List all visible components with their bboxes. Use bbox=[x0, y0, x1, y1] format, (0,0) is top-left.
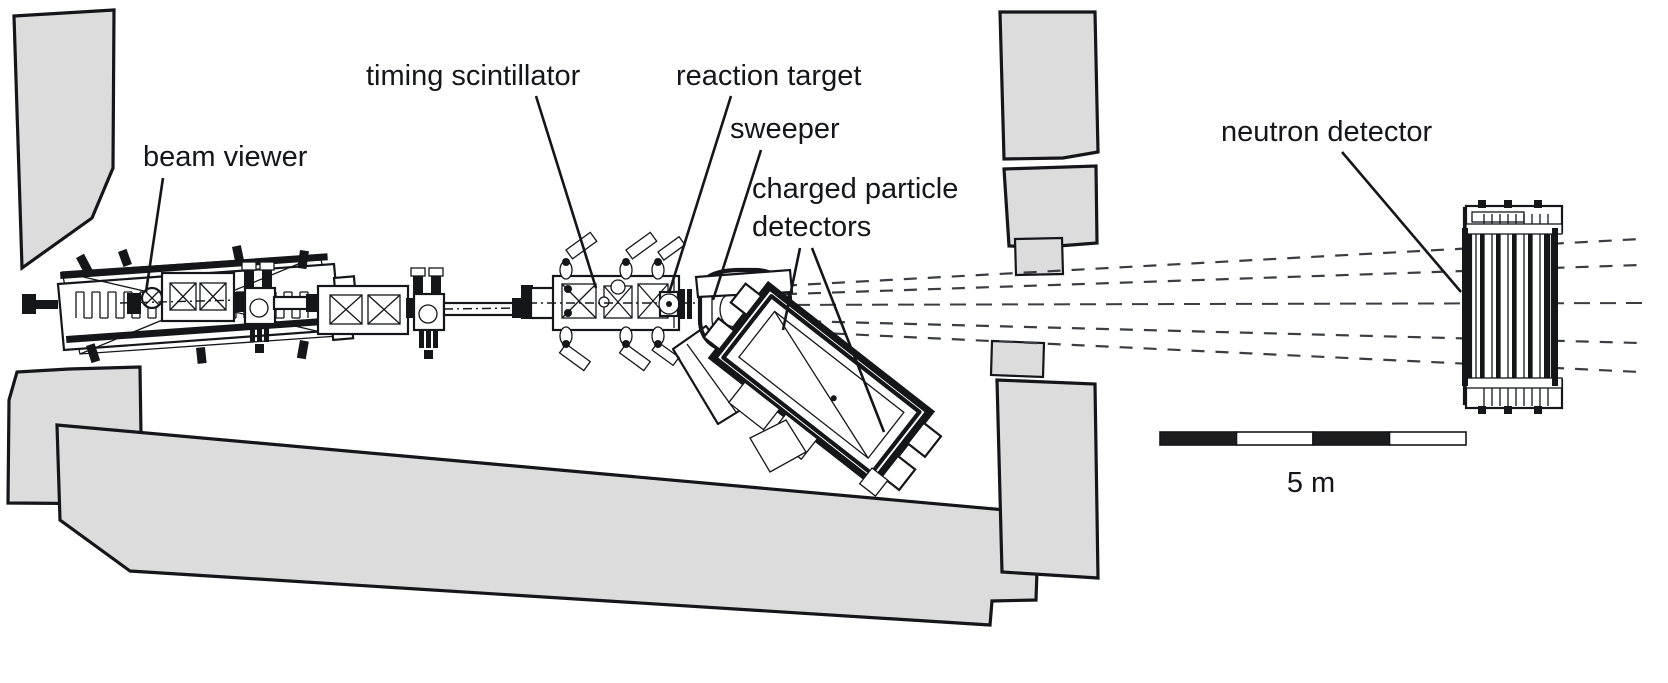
scale-bar-segment-2 bbox=[1235, 431, 1314, 446]
label-sweeper: sweeper bbox=[730, 113, 840, 145]
wall-upper-left bbox=[12, 8, 116, 272]
wall-port-lower bbox=[989, 339, 1046, 379]
neutron-detector-array bbox=[1462, 200, 1564, 414]
cone-ray-lower-inner bbox=[759, 318, 1641, 345]
scintillator-chamber bbox=[521, 231, 700, 372]
cone-ray-lower-outer bbox=[759, 328, 1641, 374]
wall-right-mid bbox=[1002, 164, 1099, 249]
wall-right-lower bbox=[995, 378, 1100, 580]
leader-lines-group bbox=[144, 95, 1462, 433]
label-timing-scintillator: timing scintillator bbox=[366, 60, 581, 92]
charged-particle-box bbox=[702, 280, 943, 492]
beamline-box-1 bbox=[234, 261, 318, 353]
cone-ray-upper-inner bbox=[759, 263, 1641, 297]
walls-group bbox=[6, 8, 1100, 627]
scale-bar-segment-3 bbox=[1312, 431, 1391, 446]
label-reaction-target: reaction target bbox=[676, 60, 861, 92]
label-charged-particle-line-2: detectors bbox=[752, 211, 871, 243]
scale-bar-segment-4 bbox=[1388, 431, 1467, 446]
leader-timing-scintillator bbox=[534, 95, 598, 289]
leader-sweeper bbox=[711, 149, 763, 301]
scale-bar: 5 m bbox=[1159, 431, 1467, 499]
scale-bar-label: 5 m bbox=[1287, 467, 1335, 499]
beamline-segment-1 bbox=[119, 271, 241, 323]
wall-port-upper bbox=[1013, 236, 1065, 277]
leader-neutron-detector bbox=[1341, 151, 1462, 293]
label-charged-particle-line-1: charged particle bbox=[752, 173, 958, 205]
labels-group: beam viewer timing scintillator reaction… bbox=[143, 60, 1433, 243]
leader-cpd-a bbox=[781, 247, 802, 331]
cone-ray-upper-outer bbox=[759, 237, 1641, 289]
charged-particle-support bbox=[749, 419, 889, 497]
leader-reaction-target bbox=[667, 95, 733, 294]
label-neutron-detector: neutron detector bbox=[1221, 116, 1433, 148]
wall-right-upper bbox=[998, 10, 1100, 161]
leader-cpd-b bbox=[810, 247, 886, 433]
label-beam-viewer: beam viewer bbox=[143, 141, 308, 173]
beamline-box-2 bbox=[406, 267, 522, 359]
leader-beam-viewer bbox=[144, 177, 165, 293]
reaction-target-point bbox=[658, 289, 692, 319]
scale-bar-segment-1 bbox=[1159, 431, 1238, 446]
quad-box-middle bbox=[316, 284, 410, 336]
